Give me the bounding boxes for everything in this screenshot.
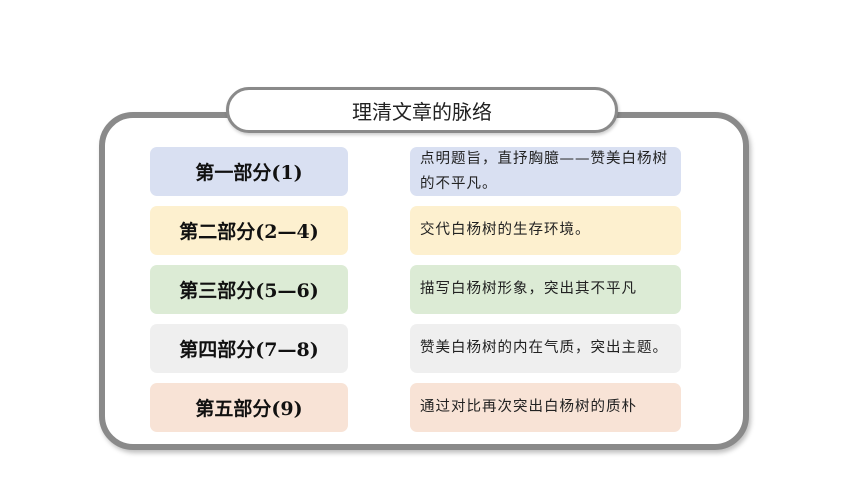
part-label-text: 第四部分(7—8) bbox=[179, 339, 319, 361]
part-desc-1: 点明题旨，直抒胸臆——赞美白杨树的不平凡。 bbox=[410, 147, 681, 196]
title-banner: 理清文章的脉络 bbox=[226, 87, 618, 133]
part-desc-text: 交代白杨树的生存环境。 bbox=[420, 222, 591, 238]
part-desc-text: 赞美白杨树的内在气质，突出主题。 bbox=[420, 340, 668, 356]
part-desc-text: 通过对比再次突出白杨树的质朴 bbox=[420, 399, 637, 415]
part-desc-2: 交代白杨树的生存环境。 bbox=[410, 206, 681, 255]
page-title: 理清文章的脉络 bbox=[352, 99, 492, 124]
part-desc-4: 赞美白杨树的内在气质，突出主题。 bbox=[410, 324, 681, 373]
part-desc-text: 点明题旨，直抒胸臆——赞美白杨树的不平凡。 bbox=[420, 150, 668, 192]
part-label-2: 第二部分(2—4) bbox=[150, 206, 348, 255]
part-desc-3: 描写白杨树形象，突出其不平凡 bbox=[410, 265, 681, 314]
part-label-text: 第二部分(2—4) bbox=[179, 221, 319, 243]
part-desc-text: 描写白杨树形象，突出其不平凡 bbox=[420, 281, 637, 297]
part-label-1: 第一部分(1) bbox=[150, 147, 348, 196]
part-label-text: 第一部分(1) bbox=[195, 162, 303, 184]
part-label-5: 第五部分(9) bbox=[150, 383, 348, 432]
part-label-3: 第三部分(5—6) bbox=[150, 265, 348, 314]
part-label-text: 第三部分(5—6) bbox=[179, 280, 319, 302]
part-desc-5: 通过对比再次突出白杨树的质朴 bbox=[410, 383, 681, 432]
part-label-4: 第四部分(7—8) bbox=[150, 324, 348, 373]
part-label-text: 第五部分(9) bbox=[195, 398, 303, 420]
